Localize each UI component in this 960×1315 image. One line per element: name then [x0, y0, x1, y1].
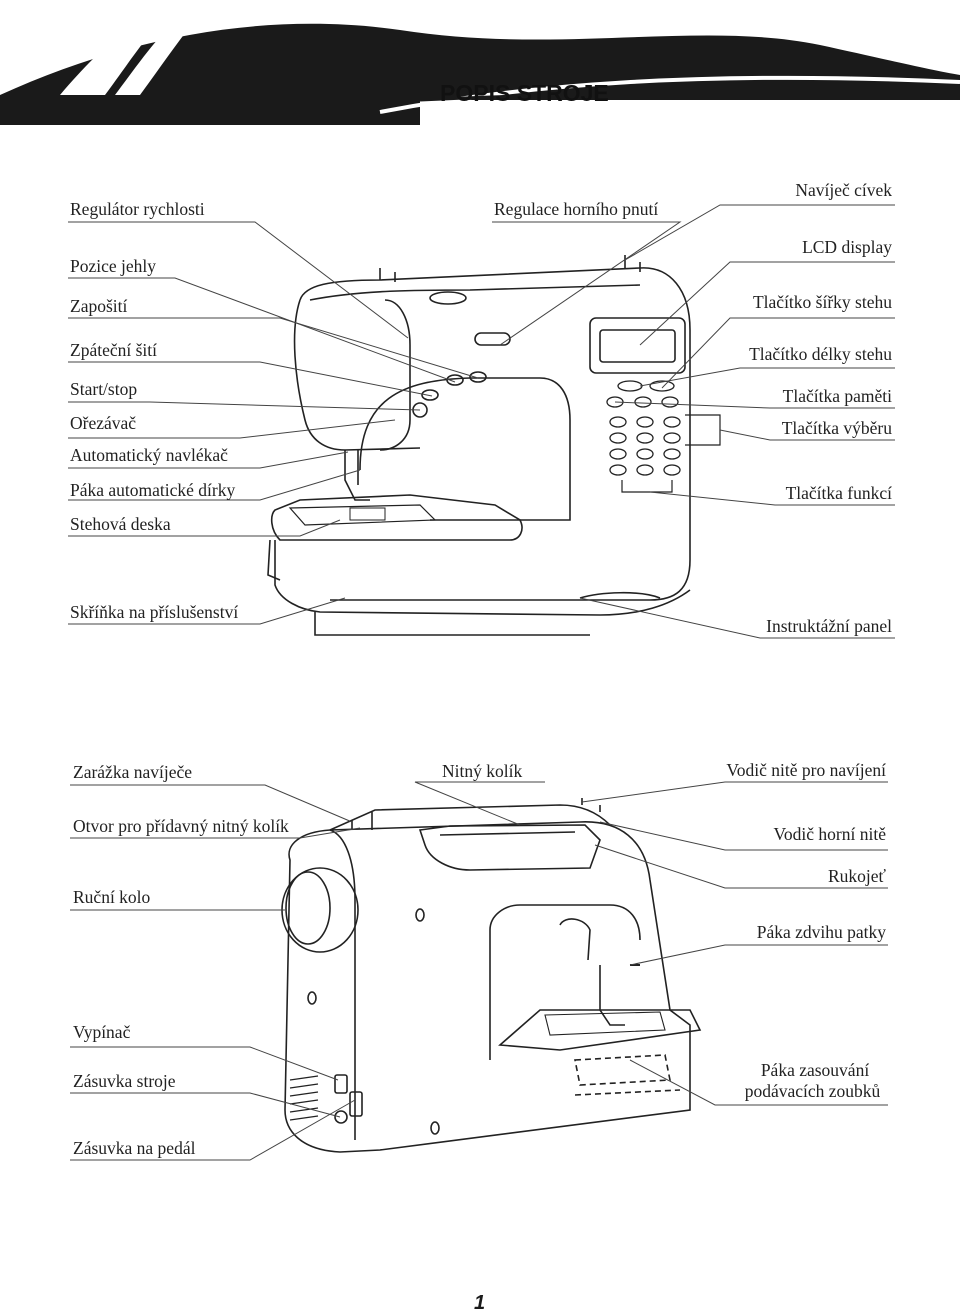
- label-tlacitko-delky-stehu: Tlačítko délky stehu: [749, 344, 892, 364]
- label-nitny-kolik: Nitný kolík: [442, 761, 523, 781]
- label-tlacitka-pameti: Tlačítka paměti: [782, 386, 892, 406]
- label-tlacitka-vyberu: Tlačítka výběru: [781, 418, 892, 438]
- label-paka-zasouvani: Páka zasouvání: [760, 1060, 870, 1080]
- label-regulace-horniho-pnuti: Regulace horního pnutí: [494, 199, 659, 219]
- label-paka-automaticke-dirky: Páka automatické dírky: [70, 480, 236, 500]
- label-otvor-pro-pridavny-nitny-kolik: Otvor pro přídavný nitný kolík: [73, 816, 289, 836]
- label-zarazka-navijece: Zarážka navíječe: [73, 762, 193, 782]
- page-number: 1: [474, 1292, 486, 1314]
- label-start-stop: Start/stop: [70, 379, 138, 399]
- label-skrinka-na-prislusenstvi: Skříňka na příslušenství: [70, 602, 239, 622]
- label-regulator-rychlosti: Regulátor rychlosti: [70, 199, 205, 219]
- label-tlacitka-funkci: Tlačítka funkcí: [785, 483, 892, 503]
- label-orezavac: Ořezávač: [70, 413, 137, 433]
- label-vodic-nite-pro-navijeni: Vodič nitě pro navíjení: [726, 760, 886, 780]
- label-zapositi: Zapošití: [70, 296, 128, 316]
- label-podavacich-zoubku: podávacích zoubků: [744, 1081, 881, 1101]
- label-tlacitko-sirky-stehu: Tlačítko šířky stehu: [752, 292, 892, 312]
- label-paka-zdvihu-patky: Páka zdvihu patky: [756, 922, 886, 942]
- label-zasuvka-stroje: Zásuvka stroje: [73, 1071, 176, 1091]
- label-vodic-horni-nite: Vodič horní nitě: [773, 824, 886, 844]
- label-zpatecni-siti: Zpáteční šití: [70, 340, 157, 360]
- label-navijec-civek: Navíječ cívek: [795, 180, 892, 200]
- label-zasuvka-na-pedal: Zásuvka na pedál: [73, 1138, 196, 1158]
- label-instruktazni-panel: Instruktážní panel: [766, 616, 892, 636]
- label-rukojet: Rukojeť: [827, 866, 886, 886]
- header-banner: [0, 12, 960, 125]
- label-pozice-jehly: Pozice jehly: [70, 256, 157, 276]
- label-automaticky-navlekac: Automatický navlékač: [70, 445, 228, 465]
- label-stehova-deska: Stehová deska: [70, 514, 171, 534]
- back-machine-illustration: [281, 798, 702, 1153]
- label-vypinac: Vypínač: [73, 1022, 131, 1042]
- label-rucni-kolo: Ruční kolo: [73, 887, 151, 907]
- front-machine-illustration: [267, 255, 721, 636]
- label-lcd-display: LCD display: [802, 237, 892, 257]
- page-title: POPIS STROJE: [440, 80, 609, 106]
